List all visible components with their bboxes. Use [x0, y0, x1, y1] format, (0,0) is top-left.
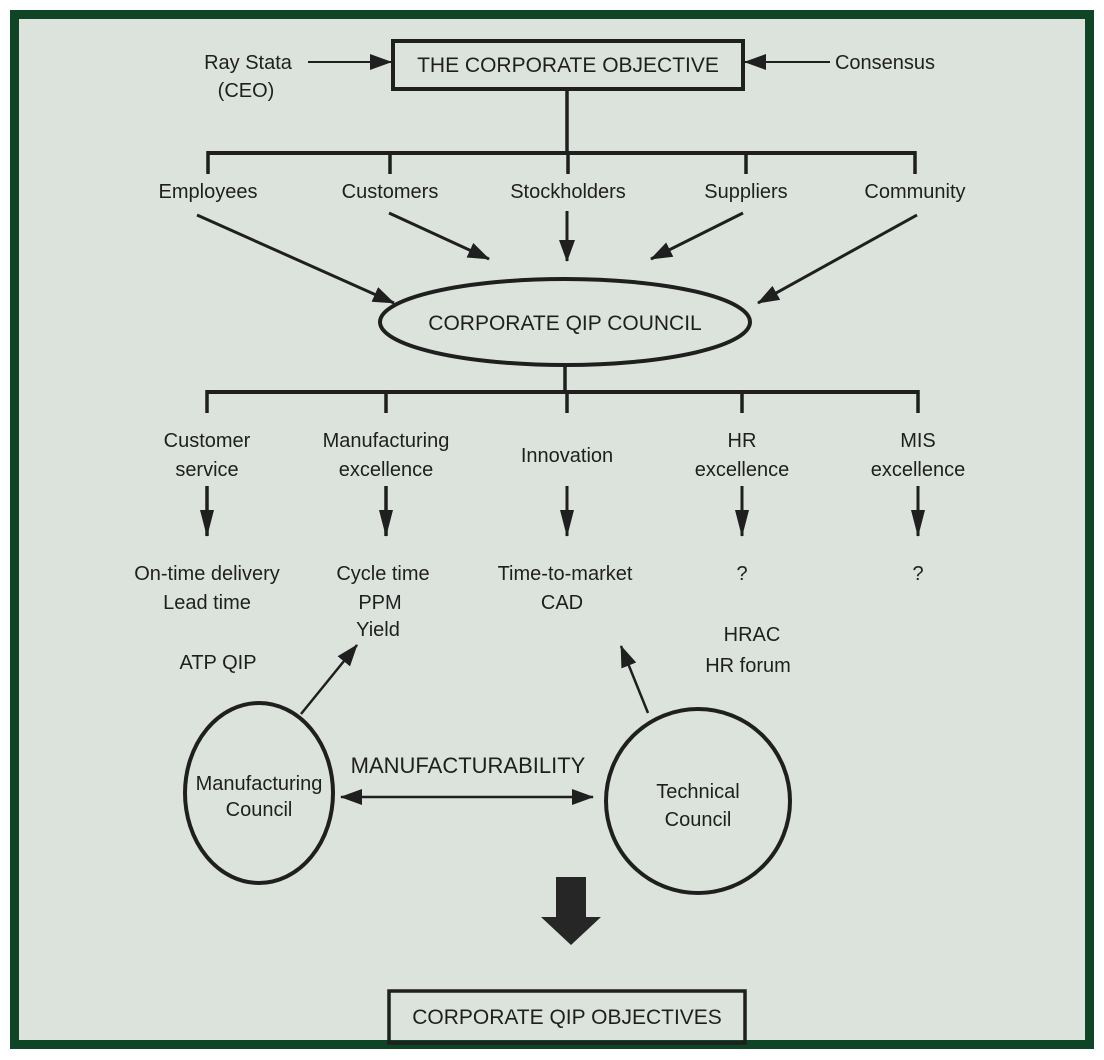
category-hr-line1: HR [728, 430, 757, 452]
arrow-community-to-council [757, 213, 918, 305]
metric-lead-time: Lead time [163, 592, 251, 614]
councils-section: Manufacturing Council Technical Council … [183, 644, 792, 895]
arrow-employees-to-council [196, 213, 395, 305]
metric-hr-unknown: ? [736, 563, 747, 585]
arrow-technical-council-up [619, 645, 650, 714]
metric-cad: CAD [541, 592, 583, 614]
stakeholder-label-employees: Employees [159, 181, 258, 203]
metric-time-to-market: Time-to-market [498, 563, 633, 585]
manufacturing-council-line2: Council [226, 799, 293, 821]
categories-tier: Customer service Manufacturing excellenc… [164, 390, 966, 537]
category-mis-line2: excellence [871, 459, 966, 481]
stakeholder-label-suppliers: Suppliers [704, 181, 787, 203]
bottom-section: CORPORATE QIP OBJECTIVES [387, 877, 747, 1045]
metric-cycle-time: Cycle time [336, 563, 429, 585]
technical-council-line2: Council [665, 809, 732, 831]
stakeholder-label-community: Community [864, 181, 965, 203]
qip-council: CORPORATE QIP COUNCIL [378, 277, 752, 392]
annotation-atp-qip: ATP QIP [179, 652, 256, 674]
category-manufacturing-line1: Manufacturing [323, 430, 450, 452]
category-mis-line1: MIS [900, 430, 936, 452]
ceo-label-line2: (CEO) [218, 80, 275, 102]
category-innovation: Innovation [521, 445, 613, 467]
category-customer-service-line2: service [175, 459, 238, 481]
top-section: Ray Stata (CEO) THE CORPORATE OBJECTIVE … [204, 39, 935, 154]
qip-objectives-title: CORPORATE QIP OBJECTIVES [412, 1006, 722, 1029]
technical-council-line1: Technical [656, 781, 739, 803]
annotation-hrac: HRAC [724, 624, 781, 646]
block-down-arrow [541, 877, 601, 945]
council-ellipse-label: CORPORATE QIP COUNCIL [428, 312, 701, 335]
arrow-customers-to-council [388, 211, 490, 261]
metric-ppm: PPM [358, 592, 401, 614]
manufacturing-council-line1: Manufacturing [196, 773, 323, 795]
stakeholders-tier: Employees Customers Stockholders Supplie… [159, 151, 966, 305]
metrics-tier: On-time delivery Lead time Cycle time PP… [134, 563, 923, 677]
manufacturing-council-circle [183, 701, 335, 885]
category-customer-service-line1: Customer [164, 430, 251, 452]
category-manufacturing-line2: excellence [339, 459, 434, 481]
stakeholder-label-customers: Customers [342, 181, 439, 203]
arrow-manufacturing-council-to-yield [300, 644, 358, 715]
corporate-objective-title: THE CORPORATE OBJECTIVE [417, 54, 719, 77]
metric-yield: Yield [356, 619, 400, 641]
metric-on-time-delivery: On-time delivery [134, 563, 280, 585]
stakeholder-label-stockholders: Stockholders [510, 181, 626, 203]
annotation-hr-forum: HR forum [705, 655, 791, 677]
category-hr-line2: excellence [695, 459, 790, 481]
manufacturability-label: MANUFACTURABILITY [351, 753, 586, 778]
consensus-label: Consensus [835, 52, 935, 74]
arrow-suppliers-to-council [650, 211, 744, 261]
ceo-label-line1: Ray Stata [204, 52, 293, 74]
qip-objectives-box [387, 989, 747, 1045]
metric-mis-unknown: ? [912, 563, 923, 585]
technical-council-circle [604, 707, 792, 895]
diagram-frame [10, 10, 1094, 1049]
